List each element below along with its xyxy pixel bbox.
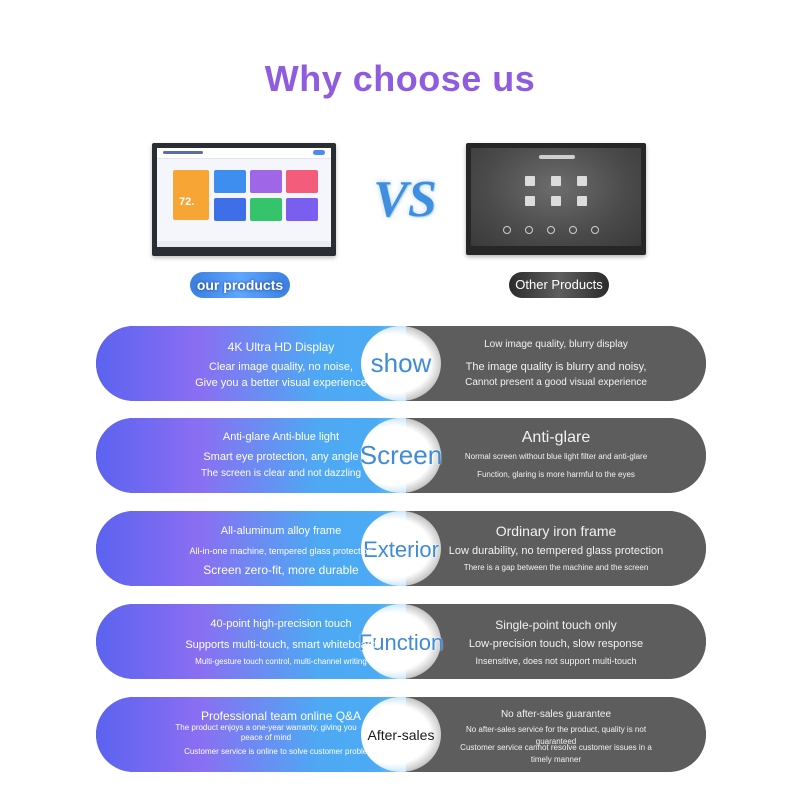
app-icon [551, 176, 561, 186]
our-detail: Customer service is online to solve cust… [184, 747, 378, 756]
app-icon [577, 176, 587, 186]
other-headline: Anti-glare [521, 429, 591, 446]
app-tile [214, 198, 246, 221]
label-bubble [361, 604, 441, 679]
comparison-row-screen: Screen Anti-glare Anti-blue light Smart … [96, 418, 706, 493]
other-products-badge: Other Products [509, 272, 609, 298]
other-product-monitor-image [466, 143, 646, 255]
our-detail: Screen zero-fit, more durable [203, 563, 359, 577]
our-detail: All-in-one machine, tempered glass prote… [189, 546, 373, 556]
comparison-row-exterior: Exterior All-aluminum alloy frame All-in… [96, 511, 706, 586]
other-detail: The image quality is blurry and noisy, [465, 361, 647, 373]
other-detail: Low-precision touch, slow response [468, 638, 644, 650]
our-headline: Professional team online Q&A [200, 709, 362, 723]
other-panel [406, 604, 706, 679]
dock-icon [503, 226, 511, 234]
dock-icon [525, 226, 533, 234]
dock-icon [547, 226, 555, 234]
dock-icon [569, 226, 577, 234]
other-detail: Cannot present a good visual experience [465, 377, 647, 388]
score-tile: 72. [173, 170, 209, 220]
other-panel [406, 418, 706, 493]
our-headline: 40-point high-precision touch [210, 618, 352, 630]
comparison-row-after-sales: After-sales Professional team online Q&A… [96, 697, 706, 772]
other-headline: No after-sales guarantee [500, 709, 612, 720]
our-products-badge: our products [190, 272, 290, 298]
row-label: Exterior [363, 537, 439, 562]
other-panel [406, 326, 706, 401]
our-detail: Supports multi-touch, smart whiteboard [185, 639, 377, 651]
our-detail: Smart eye protection, any angle [203, 451, 359, 463]
our-detail: The screen is clear and not dazzling [200, 468, 362, 479]
other-detail: Insensitive, does not support multi-touc… [475, 656, 637, 666]
app-icon [551, 196, 561, 206]
our-detail: Give you a better visual experience [195, 377, 367, 389]
app-tile [214, 170, 246, 193]
other-detail: Function, glaring is more harmful to the… [477, 470, 635, 479]
other-panel [406, 697, 706, 772]
label-bubble [361, 326, 441, 401]
other-product-screen [471, 148, 641, 246]
dock-icon [591, 226, 599, 234]
row-label: After-sales [367, 727, 435, 743]
score-text: 72. [179, 196, 195, 208]
our-headline: Anti-glare Anti-blue light [222, 431, 340, 443]
screen-logo [539, 155, 575, 159]
our-detail: The product enjoys a one-year warranty, … [175, 723, 357, 742]
row-label: show [370, 348, 432, 378]
other-headline: Low image quality, blurry display [484, 339, 628, 350]
other-detail: Low durability, no tempered glass protec… [448, 545, 664, 557]
label-bubble [361, 697, 441, 772]
our-detail: Clear image quality, no noise, [208, 361, 354, 373]
our-product-monitor-image: 72. [152, 143, 336, 256]
row-label: Screen [359, 440, 443, 470]
app-taskbar [157, 241, 331, 247]
row-label: Function [358, 630, 444, 655]
app-tile [286, 170, 318, 193]
vs-text: VS [373, 171, 437, 228]
app-tile [286, 198, 318, 221]
other-headline: Single-point touch only [495, 618, 617, 632]
other-headline: Ordinary iron frame [495, 523, 617, 539]
comparison-row-function: Function 40-point high-precision touch S… [96, 604, 706, 679]
other-detail: Normal screen without blue light filter … [464, 452, 648, 461]
label-bubble [361, 511, 441, 586]
app-tile [250, 198, 282, 221]
our-product-screen: 72. [157, 148, 331, 247]
app-icon [577, 196, 587, 206]
page-title: Why choose us [264, 58, 536, 99]
other-detail: There is a gap between the machine and t… [463, 563, 649, 572]
comparison-row-show: show 4K Ultra HD Display Clear image qua… [96, 326, 706, 401]
our-detail: Multi-gesture touch control, multi-chann… [195, 657, 367, 666]
other-panel [406, 511, 706, 586]
other-detail: Customer service cannot resolve customer… [460, 743, 652, 764]
other-detail: No after-sales service for the product, … [465, 725, 647, 746]
label-bubble [361, 418, 441, 493]
app-icon [525, 176, 535, 186]
our-headline: 4K Ultra HD Display [227, 340, 335, 354]
app-tile [250, 170, 282, 193]
app-topbar [157, 148, 331, 159]
app-icon [525, 196, 535, 206]
our-headline: All-aluminum alloy frame [220, 525, 342, 537]
